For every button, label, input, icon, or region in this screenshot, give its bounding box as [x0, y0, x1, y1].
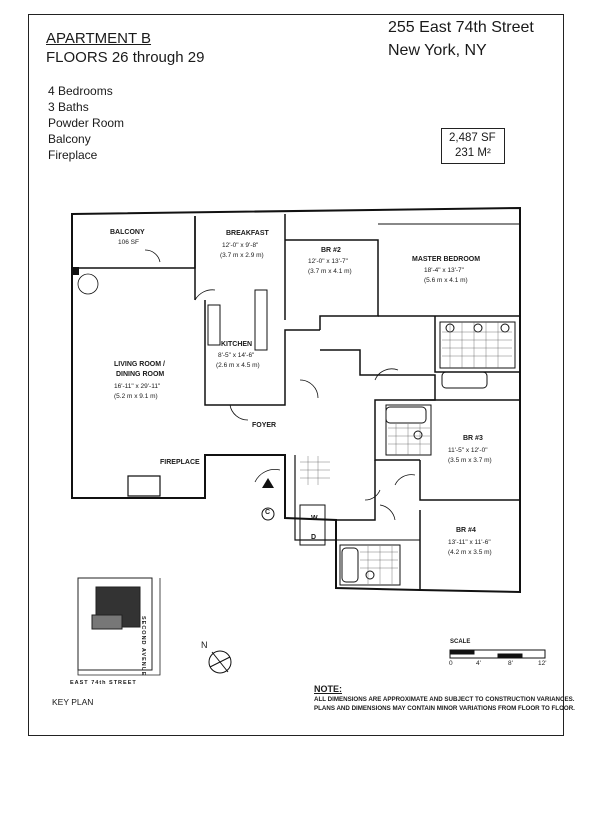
room-foyer-label: FOYER: [252, 422, 277, 429]
room-breakfast-dim1: 12'-0" x 9'-8": [222, 242, 259, 249]
area-square-meters: 231 M²: [455, 147, 491, 159]
room-br2-dim1: 12'-0" x 13'-7": [308, 258, 348, 265]
area-square-feet: 2,487 SF: [449, 132, 496, 144]
scale-tick-0: 0: [449, 660, 453, 667]
key-plan-street-side: SECOND AVENUE: [140, 616, 146, 677]
address-street: 255 East 74th Street: [388, 19, 534, 36]
room-kitchen-label: KITCHEN: [221, 341, 253, 348]
feature-bedrooms: 4 Bedrooms: [48, 84, 113, 98]
room-br4-dim1: 13'-11" x 11'-6": [448, 539, 491, 546]
room-br3-dim1: 11'-5" x 12'-0": [448, 447, 488, 454]
room-br4-dim2: (4.2 m x 3.5 m): [448, 549, 492, 556]
scale-tick-8: 8': [508, 660, 513, 667]
note-line-1: ALL DIMENSIONS ARE APPROXIMATE AND SUBJE…: [314, 696, 575, 703]
room-living-dim2: (5.2 m x 9.1 m): [114, 393, 158, 400]
north-label: N: [201, 640, 208, 650]
address-city: New York, NY: [388, 42, 487, 59]
room-br4-label: BR #4: [456, 527, 476, 534]
room-living-label-2: DINING ROOM: [116, 371, 165, 378]
room-kitchen-dim1: 8'-5" x 14'-6": [218, 352, 255, 359]
feature-balcony: Balcony: [48, 132, 91, 146]
feature-baths: 3 Baths: [48, 100, 89, 114]
apartment-title: APARTMENT B: [46, 30, 152, 47]
washer-label: W: [311, 515, 318, 522]
area-box: [441, 128, 505, 164]
room-master-dim1: 18'-4" x 13'-7": [424, 267, 464, 274]
room-br3-label: BR #3: [463, 435, 483, 442]
fireplace-label: FIREPLACE: [160, 459, 200, 466]
dryer-label: D: [311, 534, 317, 541]
room-master-label: MASTER BEDROOM: [412, 256, 481, 263]
feature-fireplace: Fireplace: [48, 148, 98, 162]
room-br2-dim2: (3.7 m x 4.1 m): [308, 268, 352, 275]
note-line-2: PLANS AND DIMENSIONS MAY CONTAIN MINOR V…: [314, 705, 575, 712]
room-balcony-label: BALCONY: [110, 229, 145, 236]
room-balcony-dim: 106 SF: [118, 239, 139, 246]
room-breakfast-dim2: (3.7 m x 2.9 m): [220, 252, 264, 259]
room-kitchen-dim2: (2.6 m x 4.5 m): [216, 362, 260, 369]
apartment-floors: FLOORS 26 through 29: [46, 49, 205, 66]
room-living-dim1: 16'-11" x 29'-11": [114, 383, 161, 390]
room-breakfast-label: BREAKFAST: [226, 230, 269, 237]
closet-c-label: C: [265, 509, 271, 516]
room-master-dim2: (5.6 m x 4.1 m): [424, 277, 468, 284]
floorplan-sheet-border: [28, 14, 564, 736]
key-plan-street-bottom: EAST 74th STREET: [70, 680, 137, 686]
scale-tick-12: 12': [538, 660, 547, 667]
room-living-label-1: LIVING ROOM /: [114, 361, 165, 368]
key-plan-label: KEY PLAN: [52, 697, 94, 707]
note-heading: NOTE:: [314, 684, 342, 694]
room-br2-label: BR #2: [321, 247, 341, 254]
room-br3-dim2: (3.5 m x 3.7 m): [448, 457, 492, 464]
feature-powder-room: Powder Room: [48, 116, 125, 130]
scale-tick-4: 4': [476, 660, 481, 667]
scale-label: SCALE: [450, 639, 471, 645]
